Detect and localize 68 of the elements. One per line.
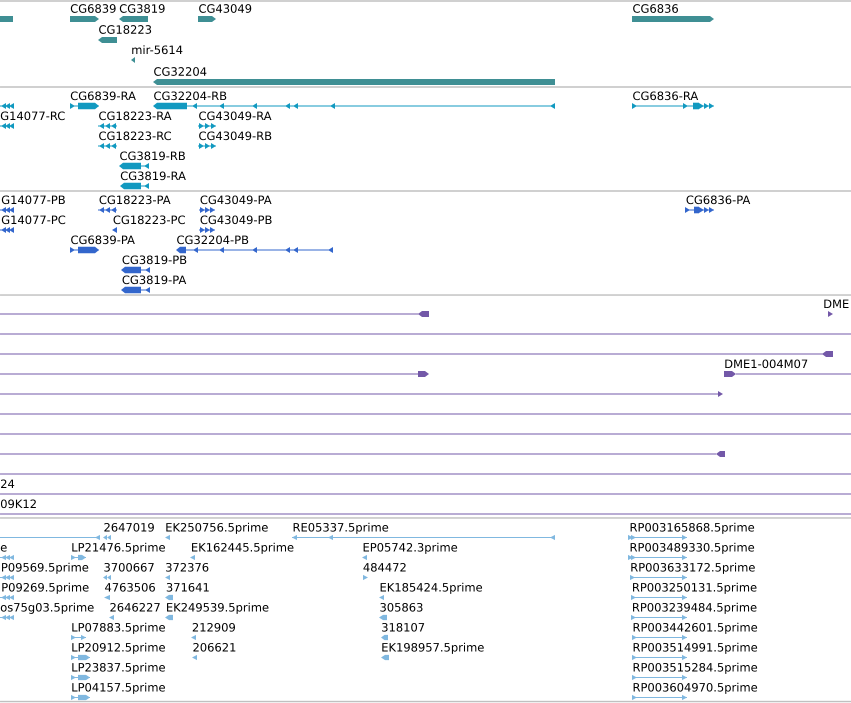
- feature-label: RP003239484.5prime: [633, 602, 757, 614]
- feature-label: CG3819-RB: [120, 151, 185, 160]
- feature-label: LP04157.5prime: [72, 682, 165, 694]
- feature-label: CG3819-RA: [120, 171, 186, 180]
- feature-label: G14077-PC: [2, 215, 66, 224]
- feature-label: 2646227: [110, 602, 160, 612]
- feature-label: CG6839-RA: [70, 91, 136, 100]
- feature-label: CG18223-PC: [114, 215, 185, 224]
- feature-label: RP003604970.5prime: [634, 682, 758, 694]
- feature-label: RP003514991.5prime: [634, 642, 758, 654]
- feature-label: DME: [824, 300, 848, 308]
- feature-label: 24: [1, 479, 14, 488]
- feature-label: CG3819: [120, 4, 165, 13]
- feature-label: CG43049-PA: [200, 195, 272, 204]
- feature-label: G14077-RC: [0, 111, 65, 120]
- feature-label: 09K12: [0, 499, 36, 508]
- feature-label: mir-5614: [132, 45, 182, 54]
- feature-label: CG3819-PA: [122, 275, 186, 284]
- feature-label: LP23837.5prime: [72, 662, 165, 674]
- feature-label: CG43049: [199, 4, 252, 13]
- feature-label: CG18223-PA: [100, 195, 171, 204]
- feature-label: CG6839: [70, 4, 116, 13]
- feature-label: RP003489330.5prime: [630, 542, 754, 554]
- feature-label: CG6836-RA: [633, 91, 698, 100]
- feature-label: RE05337.5prime: [294, 522, 388, 534]
- feature-label: LP07883.5prime: [72, 622, 165, 634]
- feature-label: 372376: [166, 562, 208, 572]
- feature-label: CG3819-PB: [122, 255, 186, 264]
- feature-label: G14077-PB: [2, 195, 65, 204]
- feature-label: 318107: [382, 622, 424, 632]
- feature-label: CG32204: [154, 67, 206, 76]
- feature-label: P09269.5prime: [2, 582, 89, 594]
- feature-label: CG43049-RA: [199, 111, 272, 120]
- feature-label: RP003165868.5prime: [630, 522, 754, 534]
- feature-label: 305863: [380, 602, 422, 612]
- feature-label: CG6836: [633, 4, 678, 13]
- feature-label: 2647019: [104, 522, 154, 532]
- feature-label: RP003442601.5prime: [634, 622, 758, 634]
- feature-label: 206621: [193, 642, 236, 652]
- feature-label: 371641: [166, 582, 209, 592]
- feature-label: CG43049-PB: [200, 215, 272, 224]
- feature-label: EK162445.5prime: [192, 542, 294, 554]
- feature-label: e: [0, 545, 7, 552]
- feature-label: RP003515284.5prime: [634, 662, 758, 674]
- feature-label: LP20912.5prime: [72, 642, 165, 654]
- feature-label: CG32204-PB: [177, 235, 248, 244]
- feature-label: CG43049-RB: [199, 131, 272, 140]
- feature-label: CG18223-RA: [99, 111, 172, 120]
- feature-label: CG18223: [99, 25, 152, 34]
- feature-label: EK198957.5prime: [382, 642, 484, 654]
- feature-label: RP003633172.5prime: [631, 562, 755, 574]
- feature-label: CG18223-RC: [99, 131, 171, 140]
- feature-label: EP05742.3prime: [364, 542, 458, 554]
- feature-label: EK185424.5prime: [380, 582, 482, 594]
- feature-label: RP003250131.5prime: [633, 582, 757, 594]
- feature-label: 484472: [363, 562, 406, 572]
- feature-label: 212909: [192, 622, 235, 632]
- feature-label: os75g03.5prime: [0, 602, 94, 614]
- feature-label: DME1-004M07: [725, 359, 808, 368]
- feature-label: CG6839-PA: [71, 235, 135, 244]
- feature-label: EK249539.5prime: [167, 602, 268, 614]
- feature-label: P09569.5prime: [2, 562, 88, 574]
- feature-label: LP21476.5prime: [72, 542, 165, 554]
- feature-label: CG6836-PA: [686, 195, 750, 204]
- feature-label: 3700667: [104, 562, 154, 572]
- feature-label: EK250756.5prime: [166, 522, 268, 534]
- feature-label: CG32204-RB: [154, 91, 226, 100]
- feature-label: 4763506: [105, 582, 155, 592]
